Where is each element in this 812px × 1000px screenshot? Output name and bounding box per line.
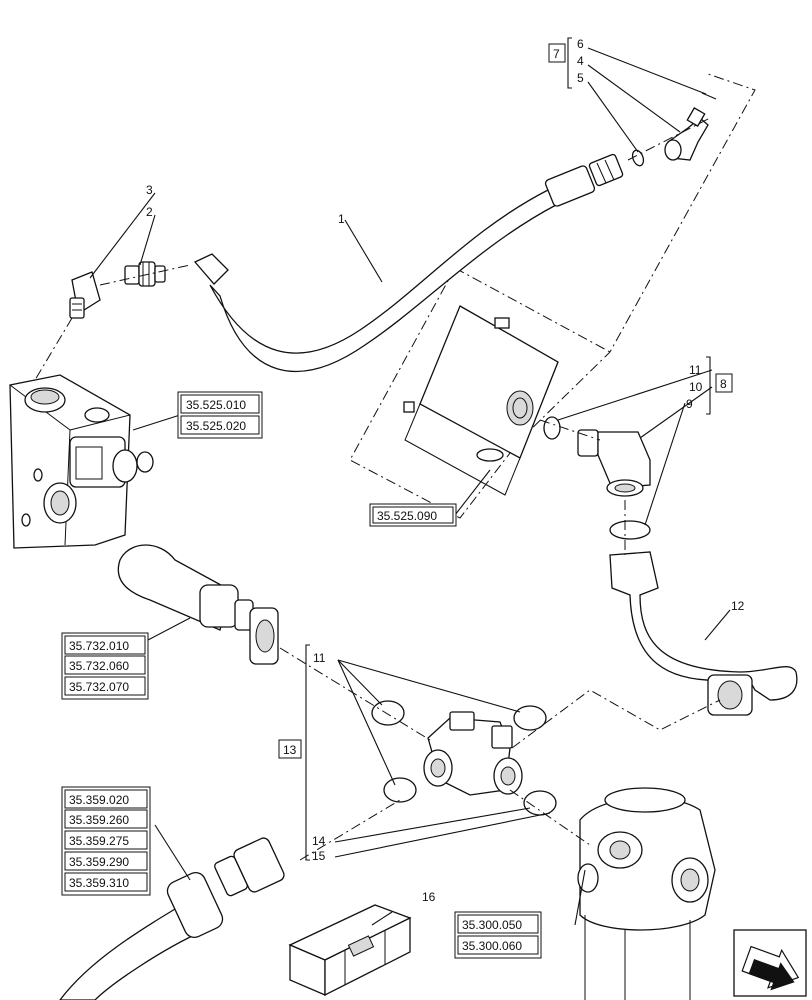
elbow-fitting-10 bbox=[577, 429, 651, 497]
callout-11-lower: 11 bbox=[313, 651, 326, 665]
callout-5: 5 bbox=[577, 71, 584, 85]
callout-2: 2 bbox=[146, 205, 153, 219]
ref-35-359-290[interactable]: 35.359.290 bbox=[69, 855, 129, 869]
callout-9: 9 bbox=[686, 397, 693, 411]
ref-35-359-275[interactable]: 35.359.275 bbox=[69, 834, 129, 848]
ref-group-block: 35.525.090 bbox=[369, 503, 457, 527]
ref-group-pump: 35.300.050 35.300.060 bbox=[454, 911, 542, 959]
ref-35-732-010[interactable]: 35.732.010 bbox=[69, 639, 129, 653]
tee-fitting-13 bbox=[423, 711, 523, 796]
o-ring-9 bbox=[609, 520, 651, 540]
hose-assembly-359 bbox=[59, 837, 285, 1000]
pump-assembly bbox=[577, 787, 716, 1000]
callout-3: 3 bbox=[146, 183, 153, 197]
hose-1 bbox=[193, 153, 624, 373]
ref-35-525-020[interactable]: 35.525.020 bbox=[186, 419, 246, 433]
callout-7-box bbox=[548, 43, 566, 63]
callout-8-box bbox=[715, 373, 733, 393]
callout-13: 13 bbox=[283, 743, 297, 757]
seal-6 bbox=[701, 92, 717, 100]
callout-8: 8 bbox=[720, 377, 727, 391]
ref-35-525-010[interactable]: 35.525.010 bbox=[186, 398, 246, 412]
ref-35-732-060[interactable]: 35.732.060 bbox=[69, 659, 129, 673]
callout-6: 6 bbox=[577, 37, 584, 51]
callout-4: 4 bbox=[577, 54, 584, 68]
o-ring-5 bbox=[631, 149, 645, 167]
callout-12: 12 bbox=[731, 599, 745, 613]
callout-11-upper: 11 bbox=[689, 363, 702, 377]
callout-15: 15 bbox=[312, 849, 326, 863]
pipe-12 bbox=[609, 551, 798, 716]
elbow-fitting-4 bbox=[664, 107, 709, 161]
ref-35-359-310[interactable]: 35.359.310 bbox=[69, 876, 129, 890]
callout-10: 10 bbox=[689, 380, 703, 394]
ref-group-hose2: 35.359.020 35.359.260 35.359.275 35.359.… bbox=[61, 786, 151, 896]
callout-13-box bbox=[278, 739, 302, 759]
routing-lines bbox=[34, 117, 721, 861]
leader-lines bbox=[89, 37, 731, 926]
hose-assembly-732 bbox=[117, 544, 279, 665]
ref-group-valve: 35.525.010 35.525.020 bbox=[177, 391, 263, 439]
kit-crate-16 bbox=[288, 904, 412, 997]
adapter-fitting-2 bbox=[124, 261, 166, 287]
ref-35-732-070[interactable]: 35.732.070 bbox=[69, 680, 129, 694]
valve-assembly bbox=[9, 374, 154, 549]
o-rings-11-tee bbox=[371, 700, 557, 816]
callout-14: 14 bbox=[312, 834, 326, 848]
ref-35-300-060[interactable]: 35.300.060 bbox=[462, 939, 522, 953]
callout-1: 1 bbox=[338, 212, 345, 226]
ref-35-359-020[interactable]: 35.359.020 bbox=[69, 793, 129, 807]
ref-35-300-050[interactable]: 35.300.050 bbox=[462, 918, 522, 932]
callouts: 3 2 1 6 4 5 7 11 10 9 8 12 11 13 14 15 1… bbox=[146, 37, 745, 904]
next-page-arrow-icon[interactable] bbox=[733, 929, 807, 997]
ref-35-359-260[interactable]: 35.359.260 bbox=[69, 813, 129, 827]
ref-group-hose: 35.732.010 35.732.060 35.732.070 bbox=[61, 632, 149, 700]
ref-35-525-090[interactable]: 35.525.090 bbox=[377, 509, 437, 523]
o-ring-11-upper bbox=[543, 416, 561, 440]
distribution-block bbox=[403, 305, 559, 496]
elbow-fitting-3 bbox=[69, 271, 101, 319]
callout-16: 16 bbox=[422, 890, 436, 904]
callout-7: 7 bbox=[553, 47, 560, 61]
